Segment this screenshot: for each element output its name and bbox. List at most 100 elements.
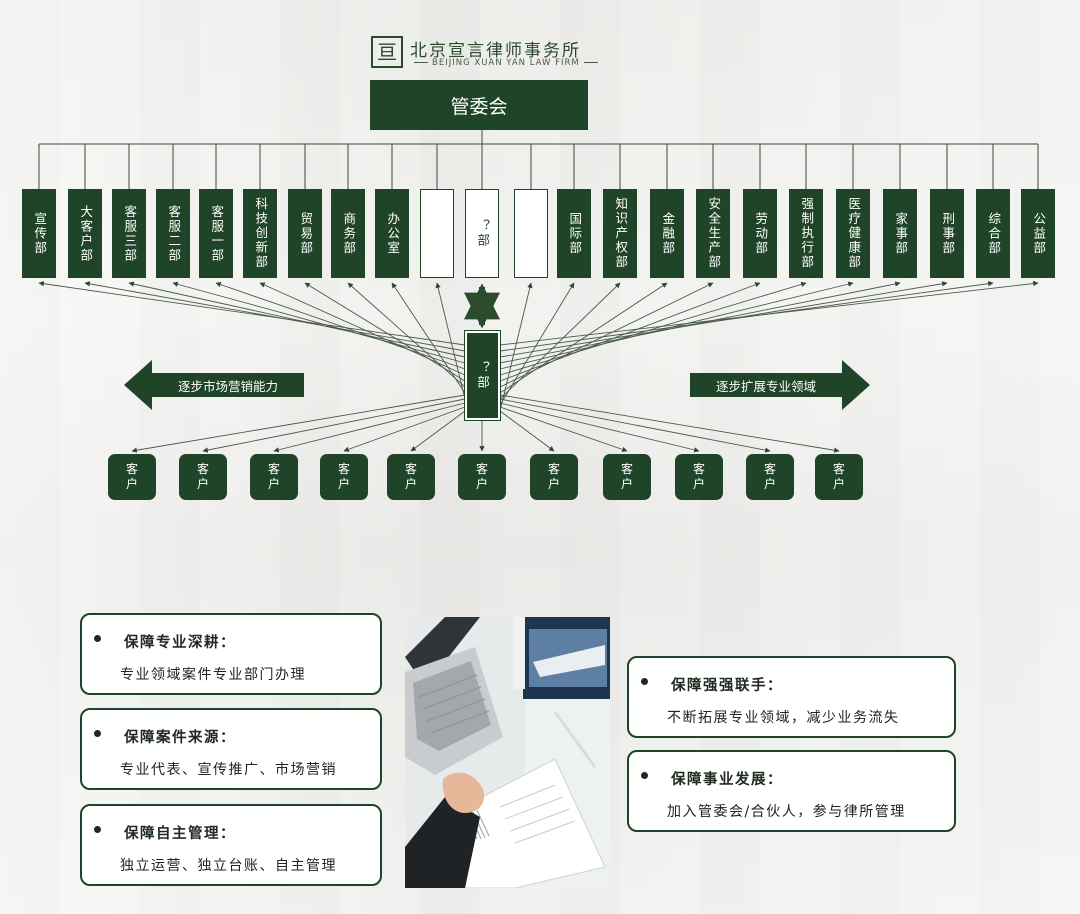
bullet-icon bbox=[94, 826, 101, 833]
department-label: 强制执行部 bbox=[799, 197, 815, 270]
card-alliance: 保障强强联手： 不断拓展专业领域，减少业务流失 bbox=[627, 656, 956, 738]
card-case-source: 保障案件来源： 专业代表、宣传推广、市场营销 bbox=[80, 708, 382, 790]
customer-box: 客户 bbox=[815, 454, 863, 500]
department-ray-arrow bbox=[347, 282, 466, 388]
customer-ray-arrow bbox=[202, 398, 466, 453]
customer-ray-arrow bbox=[499, 406, 628, 452]
department-box: 客服二部 bbox=[156, 189, 190, 278]
customer-ray-arrow bbox=[499, 394, 840, 453]
bullet-icon bbox=[94, 730, 101, 737]
department-ray-arrow bbox=[38, 281, 466, 346]
department-ray-arrow bbox=[215, 282, 466, 370]
customer-ray-arrow bbox=[273, 402, 466, 453]
department-ray-arrow bbox=[172, 281, 466, 364]
department-box: 科技创新部 bbox=[243, 189, 277, 278]
customer-box: 客户 bbox=[675, 454, 723, 500]
department-box: 金融部 bbox=[650, 189, 684, 278]
department-label: 宣传部 bbox=[32, 211, 48, 256]
department-ray-arrow bbox=[499, 282, 714, 388]
department-label: 科技创新部 bbox=[253, 197, 269, 270]
department-box: 公益部 bbox=[1021, 189, 1055, 278]
customer-box: 客户 bbox=[320, 454, 368, 500]
card-title: 保障案件来源： bbox=[124, 730, 236, 746]
department-label: 大客户部 bbox=[78, 204, 94, 263]
department-label: 劳动部 bbox=[753, 211, 769, 256]
department-ray-arrow bbox=[499, 280, 1039, 346]
department-label: 公益部 bbox=[1031, 211, 1047, 256]
customer-ray-arrow bbox=[499, 402, 700, 453]
customer-box: 客户 bbox=[603, 454, 651, 500]
department-label: 金融部 bbox=[660, 211, 676, 256]
department-box: 医疗健康部 bbox=[836, 189, 870, 278]
department-label: 客服三部 bbox=[122, 204, 138, 263]
card-title: 保障自主管理： bbox=[124, 826, 236, 842]
department-label: 医疗健康部 bbox=[846, 197, 862, 270]
office-desk-photo bbox=[405, 617, 610, 888]
card-title: 保障事业发展： bbox=[671, 772, 783, 788]
department-label: 刑事部 bbox=[940, 211, 956, 256]
customer-box: 客户 bbox=[746, 454, 794, 500]
customer-ray-arrow bbox=[131, 394, 466, 453]
department-box: 大客户部 bbox=[68, 189, 102, 278]
card-description: 不断拓展专业领域，减少业务流失 bbox=[667, 710, 900, 726]
department-label: 商务部 bbox=[341, 211, 357, 256]
department-ray-arrow bbox=[499, 282, 668, 394]
customer-box: 客户 bbox=[179, 454, 227, 500]
customer-box: 客户 bbox=[458, 454, 506, 500]
department-ray-arrow bbox=[259, 282, 466, 376]
department-label: ？部 bbox=[475, 219, 491, 248]
department-ray-arrow bbox=[499, 282, 761, 382]
firm-logo-icon: 亘 bbox=[371, 36, 403, 68]
customer-ray-arrow bbox=[343, 406, 466, 452]
department-ray-arrow bbox=[499, 281, 807, 376]
department-box: 国际部 bbox=[557, 189, 591, 278]
customer-ray-arrow bbox=[499, 398, 771, 453]
department-label: 国际部 bbox=[567, 211, 583, 256]
bullet-icon bbox=[94, 635, 101, 642]
firm-name-en: BEIJING XUAN YAN LAW FIRM bbox=[410, 58, 602, 68]
customer-ray-arrow bbox=[410, 410, 466, 452]
department-box: 办公室 bbox=[375, 189, 409, 278]
card-self-management: 保障自主管理： 独立运营、独立台账、自主管理 bbox=[80, 804, 382, 886]
management-committee-box: 管委会 bbox=[370, 80, 588, 130]
customer-box: 客户 bbox=[530, 454, 578, 500]
department-label: 客服二部 bbox=[166, 204, 182, 263]
customer-box: 客户 bbox=[250, 454, 298, 500]
card-career: 保障事业发展： 加入管委会/合伙人，参与律所管理 bbox=[627, 750, 956, 832]
card-expertise: 保障专业深耕： 专业领域案件专业部门办理 bbox=[80, 613, 382, 695]
department-box: 客服三部 bbox=[112, 189, 146, 278]
right-arrow-label: 逐步扩展专业领域 bbox=[715, 378, 816, 394]
card-title: 保障强强联手： bbox=[671, 678, 783, 694]
department-box: 综合部 bbox=[976, 189, 1010, 278]
department-ray-arrow bbox=[499, 281, 854, 370]
department-label: 家事部 bbox=[893, 211, 909, 256]
department-box: ？部 bbox=[465, 189, 499, 278]
department-box: 商务部 bbox=[331, 189, 365, 278]
card-description: 专业领域案件专业部门办理 bbox=[120, 667, 306, 683]
department-box: 劳动部 bbox=[743, 189, 777, 278]
card-description: 专业代表、宣传推广、市场营销 bbox=[120, 762, 337, 778]
department-label: 安全生产部 bbox=[706, 197, 722, 270]
customer-box: 客户 bbox=[387, 454, 435, 500]
center-department-box: ？部 bbox=[465, 331, 500, 420]
department-box: 宣传部 bbox=[22, 189, 56, 278]
left-big-arrow-shape bbox=[124, 360, 304, 410]
department-label: 客服一部 bbox=[209, 204, 225, 263]
department-box: 客服一部 bbox=[199, 189, 233, 278]
department-label: 知识产权部 bbox=[613, 197, 629, 270]
bullet-icon bbox=[641, 772, 648, 779]
department-box: 知识产权部 bbox=[603, 189, 637, 278]
department-box: 安全生产部 bbox=[696, 189, 730, 278]
card-title: 保障专业深耕： bbox=[124, 635, 236, 651]
department-box: 刑事部 bbox=[930, 189, 964, 278]
department-ray-arrow bbox=[128, 281, 466, 358]
card-description: 加入管委会/合伙人，参与律所管理 bbox=[667, 804, 906, 820]
department-box: 强制执行部 bbox=[789, 189, 823, 278]
bullet-icon bbox=[641, 678, 648, 685]
card-description: 独立运营、独立台账、自主管理 bbox=[120, 858, 337, 874]
department-box bbox=[420, 189, 454, 278]
right-big-arrow-shape bbox=[690, 360, 870, 410]
customer-box: 客户 bbox=[108, 454, 156, 500]
department-label: 办公室 bbox=[385, 211, 401, 256]
